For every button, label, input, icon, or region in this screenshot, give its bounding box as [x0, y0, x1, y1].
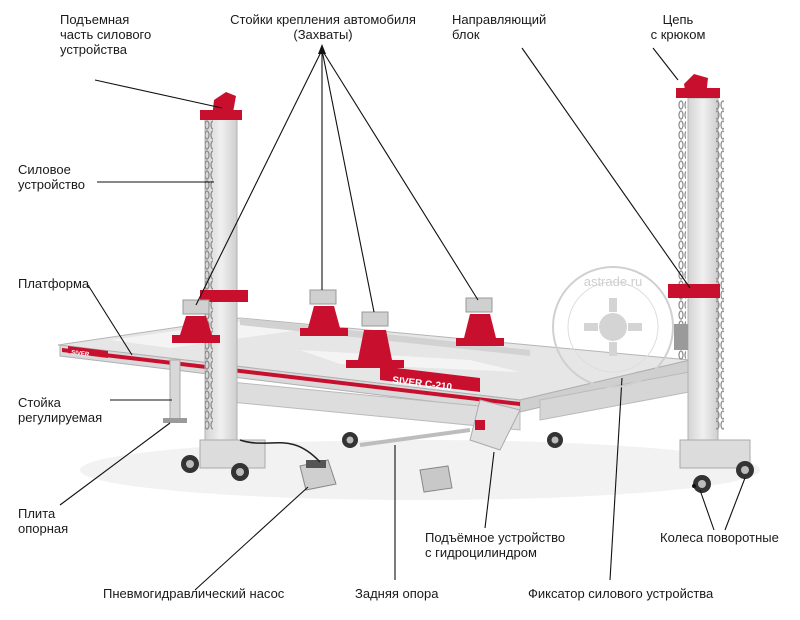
leader-wheel-1 [699, 489, 715, 531]
left-chain [205, 120, 213, 430]
leader-lifter [484, 451, 495, 529]
leader-platform [87, 284, 133, 356]
label-lifter: Подъёмное устройство с гидроцилиндром [425, 530, 566, 560]
label-clamp: Фиксатор силового устройства [528, 586, 714, 601]
leader-clamp [609, 377, 623, 581]
base-plate [163, 418, 187, 423]
caster-wheels [181, 432, 754, 493]
clamp-post-3 [346, 311, 404, 368]
label-guide-block: Направляющий блок [452, 12, 547, 42]
right-power-unit [668, 74, 751, 469]
clamp-post-4 [456, 297, 504, 346]
pump [239, 439, 453, 493]
clamp-post-1 [172, 299, 220, 343]
hook [674, 324, 688, 350]
leader-lines [59, 47, 746, 591]
label-lifting-part: Подъемная часть силового устройства [60, 12, 152, 57]
leader-base-plate [59, 422, 171, 506]
label-adjustable-stand: Стойка регулируемая [18, 395, 103, 425]
guide-block [668, 284, 720, 298]
brand-plate [68, 346, 108, 358]
watermark: astrade.ru [552, 266, 674, 388]
leader-pump [194, 486, 309, 591]
leader-post-1 [195, 49, 323, 306]
wheel [342, 432, 358, 448]
watermark-text: astrade.ru [584, 274, 643, 289]
clamp-post-2 [300, 289, 348, 336]
label-chain: Цепь с крюком [650, 12, 706, 42]
watermark-gear-icon [584, 298, 642, 356]
rear-support [359, 428, 471, 447]
leader-lifting-part [94, 79, 223, 109]
label-rear-support: Задняя опора [355, 586, 439, 601]
leader-guide-block [521, 47, 691, 289]
left-power-unit [199, 92, 266, 469]
lifter-red-cylinder [475, 420, 485, 430]
left-tower-collar [200, 290, 248, 302]
label-posts: Стойки крепления автомобиля (Захваты) [230, 12, 416, 42]
wheel [547, 432, 563, 448]
right-chain [678, 100, 686, 360]
wheel [693, 475, 711, 493]
label-pump: Пневмогидравлический насос [103, 586, 285, 601]
wheel [736, 461, 754, 479]
leader-post-4 [321, 49, 479, 301]
leader-post-3 [321, 49, 375, 313]
adjustable-stand [169, 359, 181, 421]
leader-arrowheads [318, 44, 696, 488]
label-platform: Платформа [18, 276, 90, 291]
wheel [181, 455, 199, 473]
label-base-plate: Плита опорная [18, 506, 69, 536]
pump-hose [239, 439, 321, 463]
leader-wheel-2 [724, 477, 746, 531]
wheel [231, 463, 249, 481]
brand-plate-text: SIVER [71, 350, 90, 358]
label-wheels: Колеса поворотные [660, 530, 779, 545]
label-power-unit: Силовое устройство [18, 162, 85, 192]
hydraulic-lifter [469, 399, 521, 451]
model-plate [380, 366, 480, 392]
leader-chain [652, 47, 679, 81]
